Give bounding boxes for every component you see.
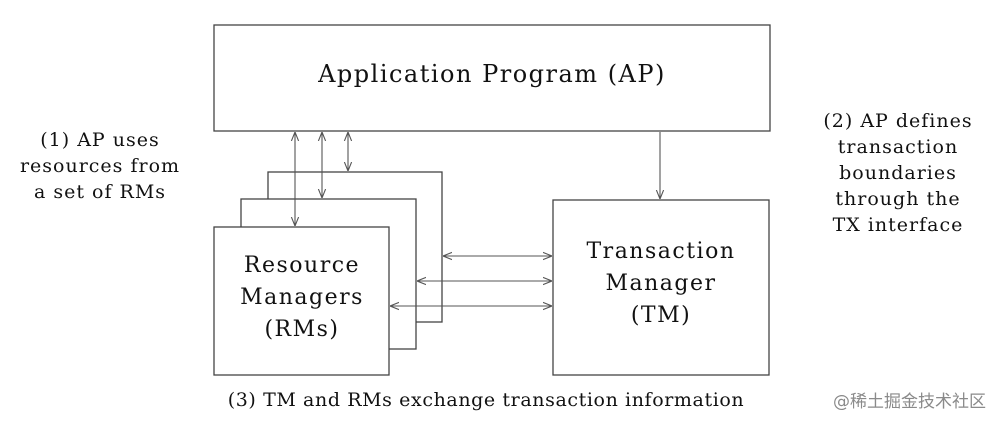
note-2-line-5: TX interface <box>833 214 964 236</box>
note-2-line-2: transaction <box>838 136 958 158</box>
application-program-box <box>213 24 771 132</box>
resource-managers-label-line-3: (RMs) <box>264 317 339 342</box>
transaction-manager-label-line-2: Manager <box>605 271 716 296</box>
note-1-line-1: (1) AP uses <box>40 129 159 151</box>
watermark-text: @稀土掘金技术社区 <box>833 392 986 412</box>
resource-managers-label-line-2: Managers <box>240 285 364 310</box>
transaction-manager-box <box>552 199 770 376</box>
application-program-label: Application Program (AP) <box>317 60 666 88</box>
resource-manager-box-front <box>213 226 390 376</box>
note-1-line-3: a set of RMs <box>34 181 166 203</box>
transaction-manager-label-line-3: (TM) <box>631 303 691 328</box>
note-2-line-3: boundaries <box>839 162 957 184</box>
transaction-manager-label-line-1: Transaction <box>587 239 736 264</box>
note-2-line-4: through the <box>835 188 960 210</box>
resource-managers-label-line-1: Resource <box>244 253 360 278</box>
note-1-line-2: resources from <box>20 155 180 177</box>
note-3: (3) TM and RMs exchange transaction info… <box>228 389 745 411</box>
note-2-line-1: (2) AP defines <box>823 110 972 132</box>
